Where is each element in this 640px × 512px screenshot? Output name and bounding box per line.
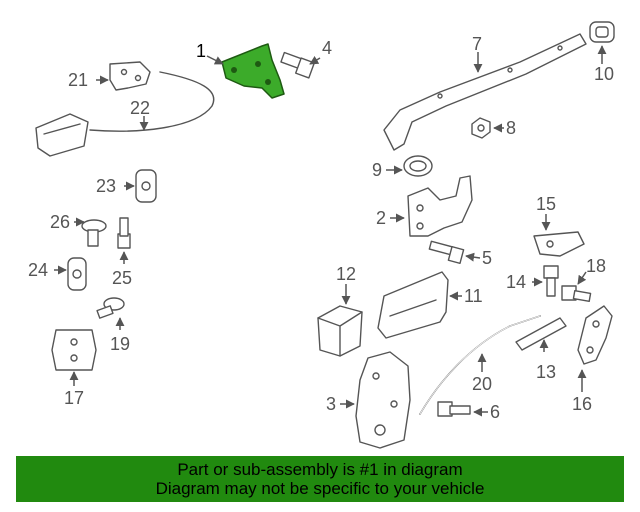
part-20-rod <box>419 315 541 415</box>
callout-5: 5 <box>482 248 492 268</box>
callout-8: 8 <box>506 118 516 138</box>
part-13-rod <box>515 317 567 351</box>
part-4-bolt <box>280 51 316 79</box>
part-8-nut <box>471 117 491 139</box>
callout-16: 16 <box>572 394 592 414</box>
callout-13: 13 <box>536 362 556 382</box>
part-26-screw <box>81 219 107 247</box>
callout-23: 23 <box>96 176 116 196</box>
part-12-housing <box>317 305 363 357</box>
callout-24: 24 <box>28 260 48 280</box>
callout-21: 21 <box>68 70 88 90</box>
callout-14: 14 <box>506 272 526 292</box>
callout-26: 26 <box>50 212 70 232</box>
callout-20: 20 <box>472 374 492 394</box>
part-5-bolt <box>428 240 465 265</box>
callout-6: 6 <box>490 402 500 422</box>
part-18-bolt <box>561 285 592 303</box>
callout-10: 10 <box>594 64 614 84</box>
info-banner: Part or sub-assembly is #1 in diagram Di… <box>16 456 624 502</box>
callout-4: 4 <box>322 38 332 58</box>
callout-9: 9 <box>372 160 382 180</box>
part-19-screw <box>96 297 125 319</box>
part-23-plate <box>135 169 157 203</box>
part-14-bolt <box>543 265 559 297</box>
part-21-bracket <box>109 61 151 91</box>
callout-25: 25 <box>112 268 132 288</box>
part-9-grommet <box>403 155 433 177</box>
part-15-cam <box>533 231 585 257</box>
part-22-cable <box>35 71 215 157</box>
callout-7: 7 <box>472 34 482 54</box>
part-25-bolt <box>117 217 131 249</box>
part-24-plate <box>67 257 87 291</box>
part-16-link <box>577 305 613 365</box>
part-3-latch <box>355 351 411 449</box>
callout-3: 3 <box>326 394 336 414</box>
callout-17: 17 <box>64 388 84 408</box>
part-7-strip <box>383 33 587 151</box>
callout-1: 1 <box>196 41 206 61</box>
callout-19: 19 <box>110 334 130 354</box>
callout-15: 15 <box>536 194 556 214</box>
callout-11: 11 <box>464 286 483 306</box>
part-11-shield <box>377 271 449 339</box>
callout-12: 12 <box>336 264 356 284</box>
part-1-bracket[interactable] <box>221 43 285 99</box>
banner-line-1: Part or sub-assembly is #1 in diagram <box>177 460 463 479</box>
banner-line-2: Diagram may not be specific to your vehi… <box>155 479 485 498</box>
part-17-striker <box>51 329 97 371</box>
callout-22: 22 <box>130 98 150 118</box>
callout-18: 18 <box>586 256 606 276</box>
part-10-cap <box>589 21 615 43</box>
parts-diagram: 1 4 21 22 23 26 25 <box>28 21 615 449</box>
part-6-bolt <box>437 401 471 417</box>
part-2-hinge <box>407 175 473 237</box>
callout-2: 2 <box>376 208 386 228</box>
